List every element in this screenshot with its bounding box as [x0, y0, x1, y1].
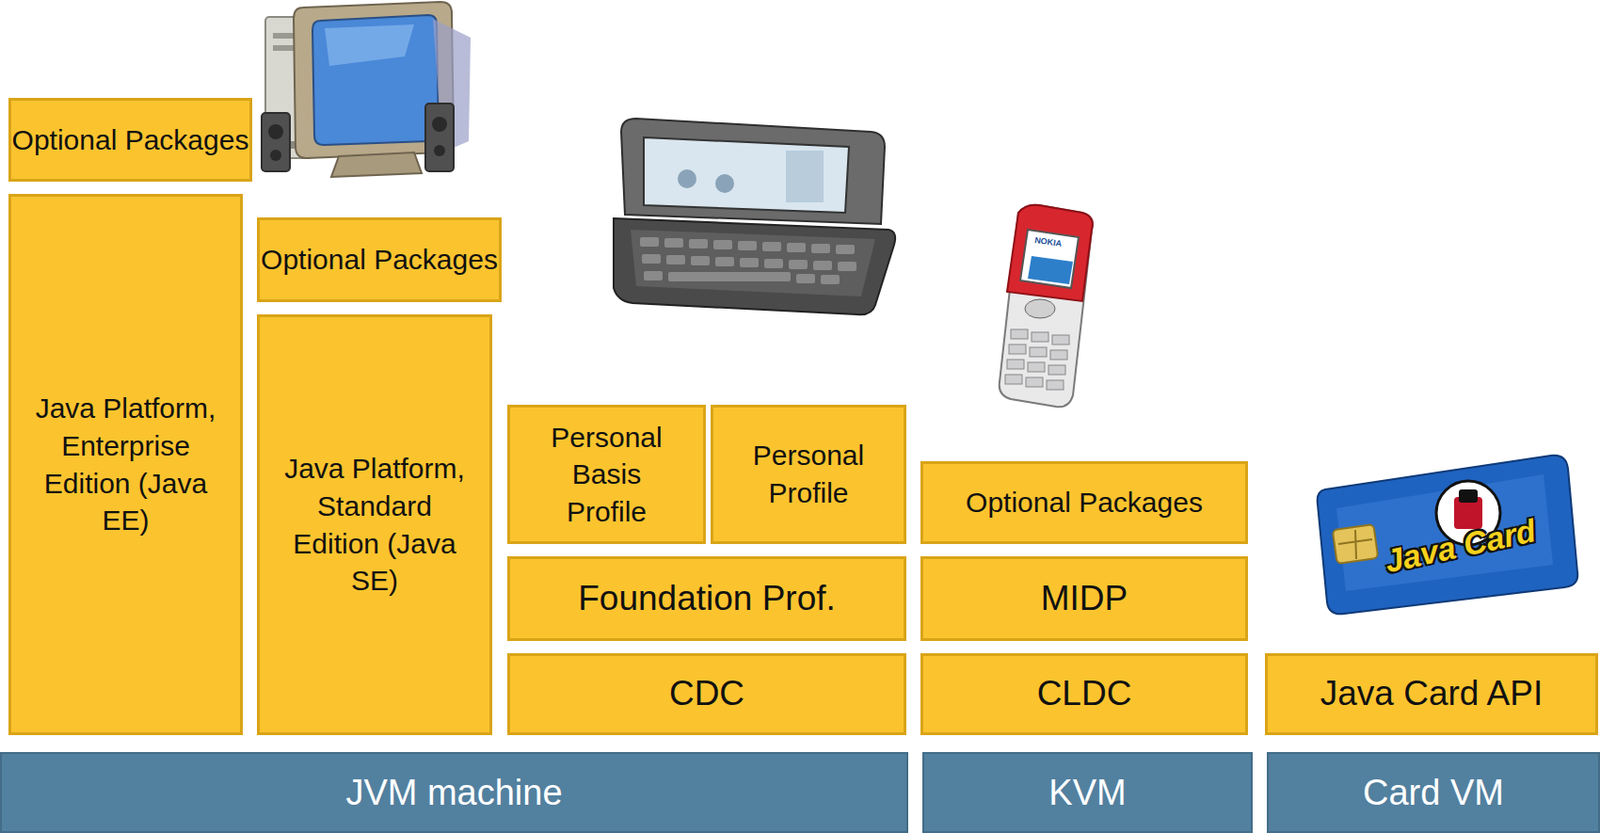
box-label: Card VM [1362, 768, 1504, 816]
api-box: Java Card API [1264, 653, 1599, 736]
desktop-computer [261, 1, 471, 177]
box-label: KVM [1048, 768, 1126, 816]
configuration-box: CDC [507, 653, 907, 736]
java-card [1317, 455, 1579, 614]
virtual-machine-band: KVM [922, 752, 1253, 833]
configuration-box: CLDC [920, 653, 1248, 736]
profile-box: MIDP [920, 556, 1248, 641]
box-label: Optional Packages [260, 240, 498, 279]
profile-box: Personal Basis Profile [507, 404, 706, 544]
box-label: Optional Packages [965, 483, 1203, 522]
communicator-device [613, 118, 896, 315]
platform-box: Java Platform, Enterprise Edition (Java … [8, 193, 243, 736]
box-label: JVM machine [345, 768, 562, 816]
box-label: MIDP [1040, 576, 1129, 623]
box-label: CDC [669, 671, 745, 718]
virtual-machine-band: JVM machine [0, 752, 909, 833]
box-label: CLDC [1037, 671, 1133, 718]
box-label: Foundation Prof. [577, 576, 836, 623]
profile-box: Personal Profile [710, 404, 907, 544]
brand-logo: NOKIA [1034, 235, 1063, 249]
box-label: Java Platform, Enterprise Edition (Java … [24, 389, 227, 539]
optional-packages-box: Optional Packages [8, 97, 253, 182]
mobile-phone [999, 205, 1093, 408]
box-label: Java Platform, Standard Edition (Java SE… [280, 449, 469, 599]
profile-box: Foundation Prof. [507, 556, 907, 641]
platform-box: Java Platform, Standard Edition (Java SE… [256, 314, 493, 736]
box-label: Optional Packages [12, 121, 250, 160]
box-label: Personal Basis Profile [536, 418, 678, 531]
box-label: Java Card API [1320, 671, 1544, 718]
virtual-machine-band: Card VM [1266, 752, 1600, 833]
card-logo-text: Java Card [1381, 512, 1539, 580]
box-label: Personal Profile [737, 436, 880, 512]
optional-packages-box: Optional Packages [920, 461, 1248, 544]
optional-packages-box: Optional Packages [256, 217, 502, 303]
